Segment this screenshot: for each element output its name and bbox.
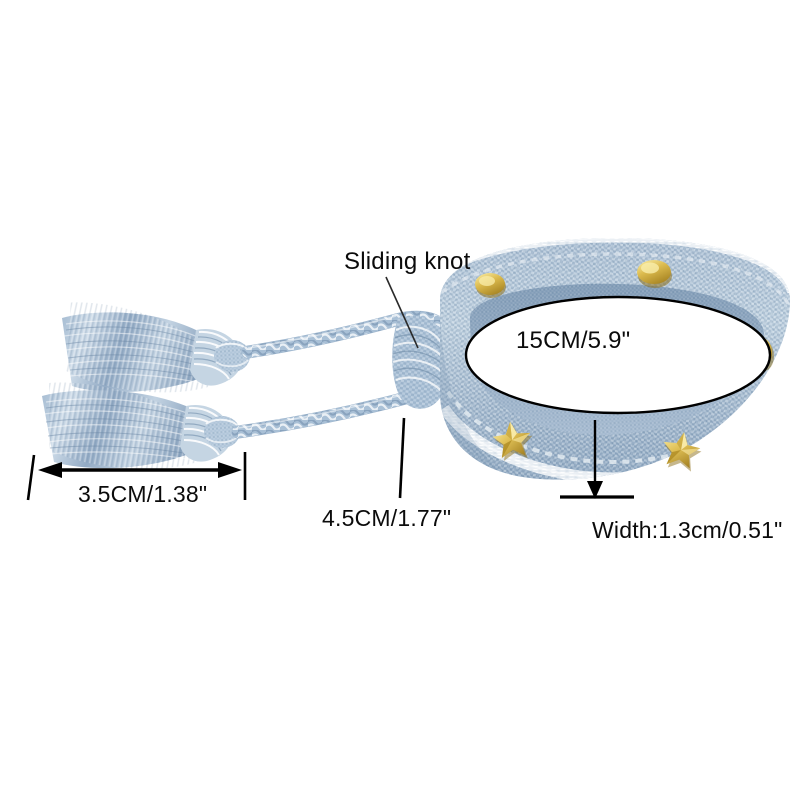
sliding-knot-leader-line (385, 276, 419, 349)
cord-measure-leader-line (398, 417, 406, 499)
star-stud-right (663, 432, 702, 472)
band-width-marker (560, 420, 634, 499)
inner-length-label: 15CM/5.9" (516, 327, 631, 354)
braided-cord-upper (241, 310, 453, 359)
inner-length-oval (464, 295, 772, 415)
tassel-length-label: 3.5CM/1.38" (78, 481, 208, 507)
sliding-knot (392, 315, 449, 409)
star-stud-left (492, 421, 533, 461)
round-stud-top (637, 260, 672, 288)
tassel-lower (42, 382, 240, 469)
tassel-measure-marker (26, 452, 247, 501)
round-stud-left (475, 273, 506, 298)
band-width-label: Width:1.3cm/0.51" (592, 517, 783, 543)
cord-length-label: 4.5CM/1.77" (322, 505, 452, 531)
sliding-knot-label: Sliding knot (344, 248, 471, 275)
tassel-upper (62, 302, 250, 393)
